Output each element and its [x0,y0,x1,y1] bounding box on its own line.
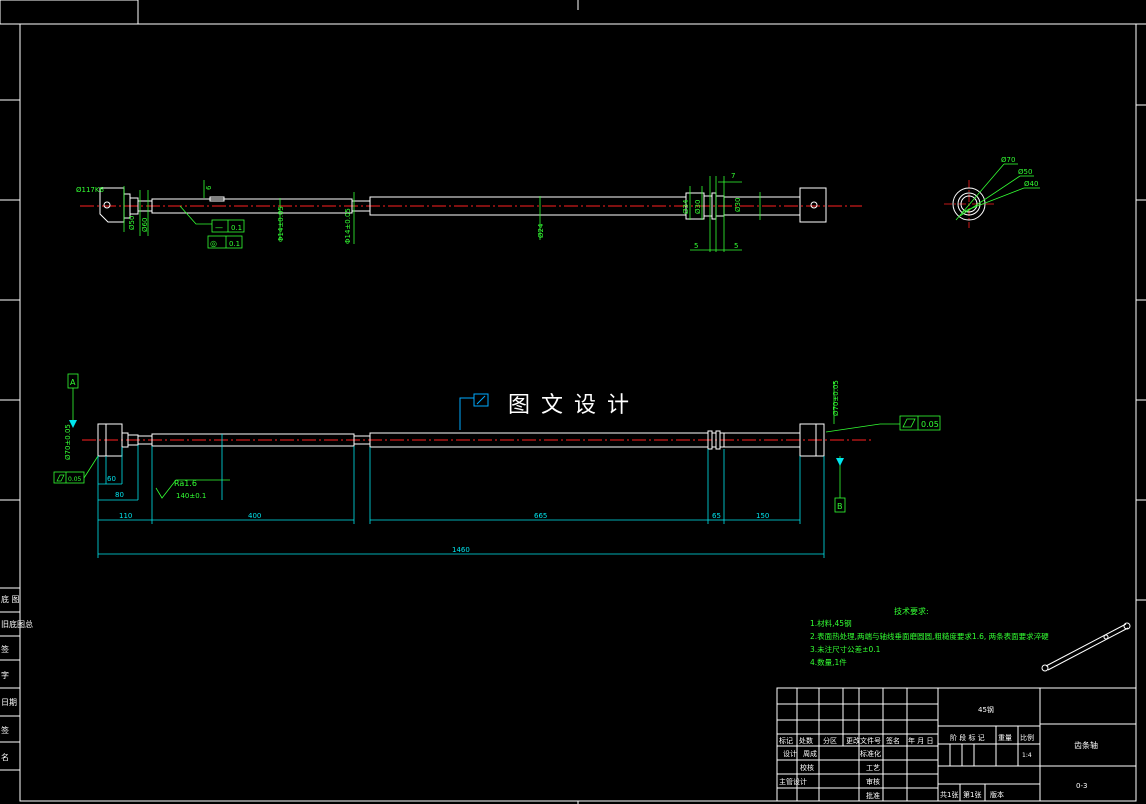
dim-665: 665 [534,512,547,520]
dim-step-b: 5 [734,242,738,250]
watermark: 图 文 设 计 [508,393,631,418]
dim-d-left-end: Ø117K6 [76,186,104,194]
bottom-label: 版本 [990,790,1004,799]
concentricity-symbol: ◎ [210,239,217,248]
part-name: 齿条轴 [1074,740,1098,750]
main-view: A B Ø70±0.05 Ø70±0.05 0.05 0.05 [53,373,941,558]
dim-d-shaft1: Φ14±0.05 [277,206,285,242]
tech-line: 1.材料,45钢 [810,618,852,628]
row-label: 分区 [823,736,837,745]
flatness-left-value: 0.05 [68,476,82,483]
dim-110: 110 [119,512,132,520]
datum-b: B [834,456,846,513]
tech-title: 技术要求: [894,606,929,616]
iso-thumbnail [1041,622,1131,672]
material: 45钢 [978,705,994,714]
end-dim-d3: Ø40 [1024,180,1038,188]
head-label: 比例 [1020,733,1034,742]
dim-150: 150 [756,512,769,520]
flatness-symbol: — [215,223,223,232]
top-view: Ø117K6 Ø50 Ø60 6 Φ14±0.05 Φ14±0.05 Ø24 Ø… [76,172,862,252]
end-dim-d1: Ø70 [1001,156,1015,164]
side-label: 签 [1,644,9,654]
dim-d-groove2: Ø30 [694,200,702,214]
end-view: Ø70 Ø50 Ø40 [944,156,1040,228]
head-label: 重量 [998,734,1012,742]
concentricity-value: 0.1 [229,240,240,248]
flatness-value: 0.1 [231,224,242,232]
roughness-symbol: Ra1.6 140±0.1 [151,434,230,500]
row-label: 标记 [779,736,793,745]
roughness-value: Ra1.6 [174,479,197,488]
right-label: 工艺 [866,764,880,772]
tech-requirements: 技术要求: 1.材料,45钢 2.表面热处理,两端与轴线垂面磨圆圆,粗糙度要求1… [810,606,1049,667]
dim-65: 65 [712,512,721,520]
main-shaft-outline [97,423,825,457]
dim-d-shaft2: Φ14±0.05 [344,208,352,244]
row-label: 处数 [799,736,813,745]
title-block-text: 45钢 齿条轴 0-3 1:4 阶 段 标 记 重量 比例 标记 处数 分区 更… [779,705,1098,800]
tolerance-flatness: — 0.1 [211,219,245,233]
row-label: 更改文件号 [846,736,881,745]
row-label: 签名 [886,736,900,745]
dim-80: 80 [115,491,124,499]
right-diameter: Ø70±0.05 [832,380,840,416]
datum-a-label: A [70,378,76,387]
dim-step-a: 5 [694,242,698,250]
dim-total: 1460 [452,546,470,554]
side-label: 名 [1,752,9,762]
dim-d-groove1: Ø34 [682,199,690,214]
right-label: 批准 [866,791,880,800]
side-label: 字 [1,670,9,680]
drawing-code: 0-3 [1076,782,1087,790]
dim-keyhole-h: 6 [205,185,213,190]
side-labels: 底 图 旧底图总 签 字 日期 签 名 [1,594,33,762]
datum-b-label: B [837,502,843,511]
side-label: 签 [1,725,9,735]
dim-60: 60 [107,475,116,483]
main-dim-lines [97,445,825,558]
tech-line: 3.未注尺寸公差±0.1 [810,644,881,654]
right-label: 审核 [866,777,880,786]
left-label: 主管设计 [779,777,807,786]
title-block [776,687,1137,802]
bottom-label: 共1张 [940,790,958,799]
left-label: 设计 [783,749,797,758]
tech-line: 4.数量,1件 [810,657,847,667]
side-label: 日期 [1,698,17,707]
dim-400: 400 [248,512,261,520]
left-diameter: Ø70±0.05 [64,424,72,460]
end-dim-d2: Ø50 [1018,168,1032,176]
side-label: 旧底图总 [1,619,33,629]
datum-a: A [67,373,79,428]
length-140: 140±0.1 [176,492,206,500]
tech-line: 2.表面热处理,两端与轴线垂面磨圆圆,粗糙度要求1.6, 两条表面要求淬硬 [810,631,1049,641]
row-label: 年 月 日 [908,736,933,745]
tolerance-concentricity: ◎ 0.1 [207,235,243,249]
bottom-label: 第1张 [963,790,981,799]
scale: 1:4 [1022,752,1032,759]
left-label: 校核 [800,763,814,772]
dim-d-ring1: Ø50 [128,216,136,230]
flatness-left: 0.05 [53,455,99,484]
top-dim-lines [123,176,761,252]
dim-d-ring2: Ø60 [141,218,149,232]
flatness-right: 0.05 [825,415,941,433]
side-label: 底 图 [1,594,20,604]
dim-groove-w: 7 [731,172,735,180]
watermark-leader [459,397,474,430]
flatness-right-value: 0.05 [921,420,939,429]
dim-d-mid: Ø24 [537,223,545,238]
dim-d-right: Ø30 [734,198,742,212]
right-label: 标准化 [860,749,881,758]
designer: 周成 [803,749,817,758]
shaft-outline [99,187,827,223]
watermark-box [473,393,489,407]
head-label: 阶 段 标 记 [950,733,985,742]
